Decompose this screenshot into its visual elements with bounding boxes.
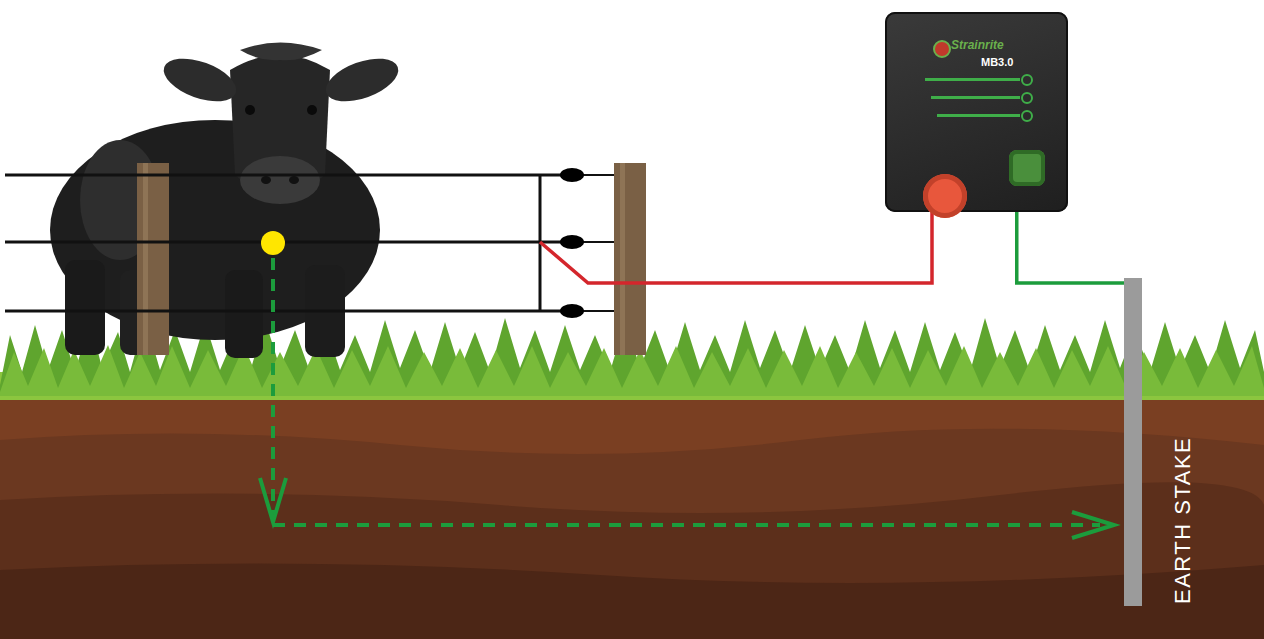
soil-layer (0, 482, 1264, 639)
fence-post (620, 163, 625, 355)
fence-wire (5, 174, 565, 177)
soil-layer (0, 564, 1264, 639)
indicator-stripe (937, 114, 1020, 117)
soil-layer (0, 395, 1264, 639)
earth-terminal (1009, 150, 1045, 186)
contact-point (261, 231, 285, 255)
fence-post (137, 163, 169, 355)
current-path (273, 523, 1100, 527)
live-terminal (923, 174, 967, 218)
stake-rod (1124, 278, 1142, 606)
fence-post (143, 163, 148, 355)
current-arrowhead (1072, 512, 1114, 538)
live-lead (540, 210, 932, 283)
soil-layer (0, 429, 1264, 639)
insulator (560, 304, 584, 318)
indicator-light (1021, 110, 1033, 122)
fence-wire (5, 310, 565, 313)
current-path (271, 258, 275, 522)
brand-logo (933, 40, 951, 58)
current-arrowhead (260, 478, 286, 522)
stake-label: EARTH STAKE (1170, 437, 1196, 604)
fence-wire (5, 241, 565, 244)
brand-name: Strainrite (951, 38, 1004, 52)
earth-lead (1017, 212, 1124, 283)
indicator-stripe (925, 78, 1020, 81)
insulator (560, 168, 584, 182)
indicator-stripe (931, 96, 1020, 99)
model-name: MB3.0 (981, 56, 1013, 68)
insulator (560, 235, 584, 249)
energizer-unit: StrainriteMB3.0 (885, 12, 1068, 212)
earth-stake: EARTH STAKE (1124, 278, 1204, 608)
fence-post (614, 163, 646, 355)
indicator-light (1021, 74, 1033, 86)
indicator-light (1021, 92, 1033, 104)
